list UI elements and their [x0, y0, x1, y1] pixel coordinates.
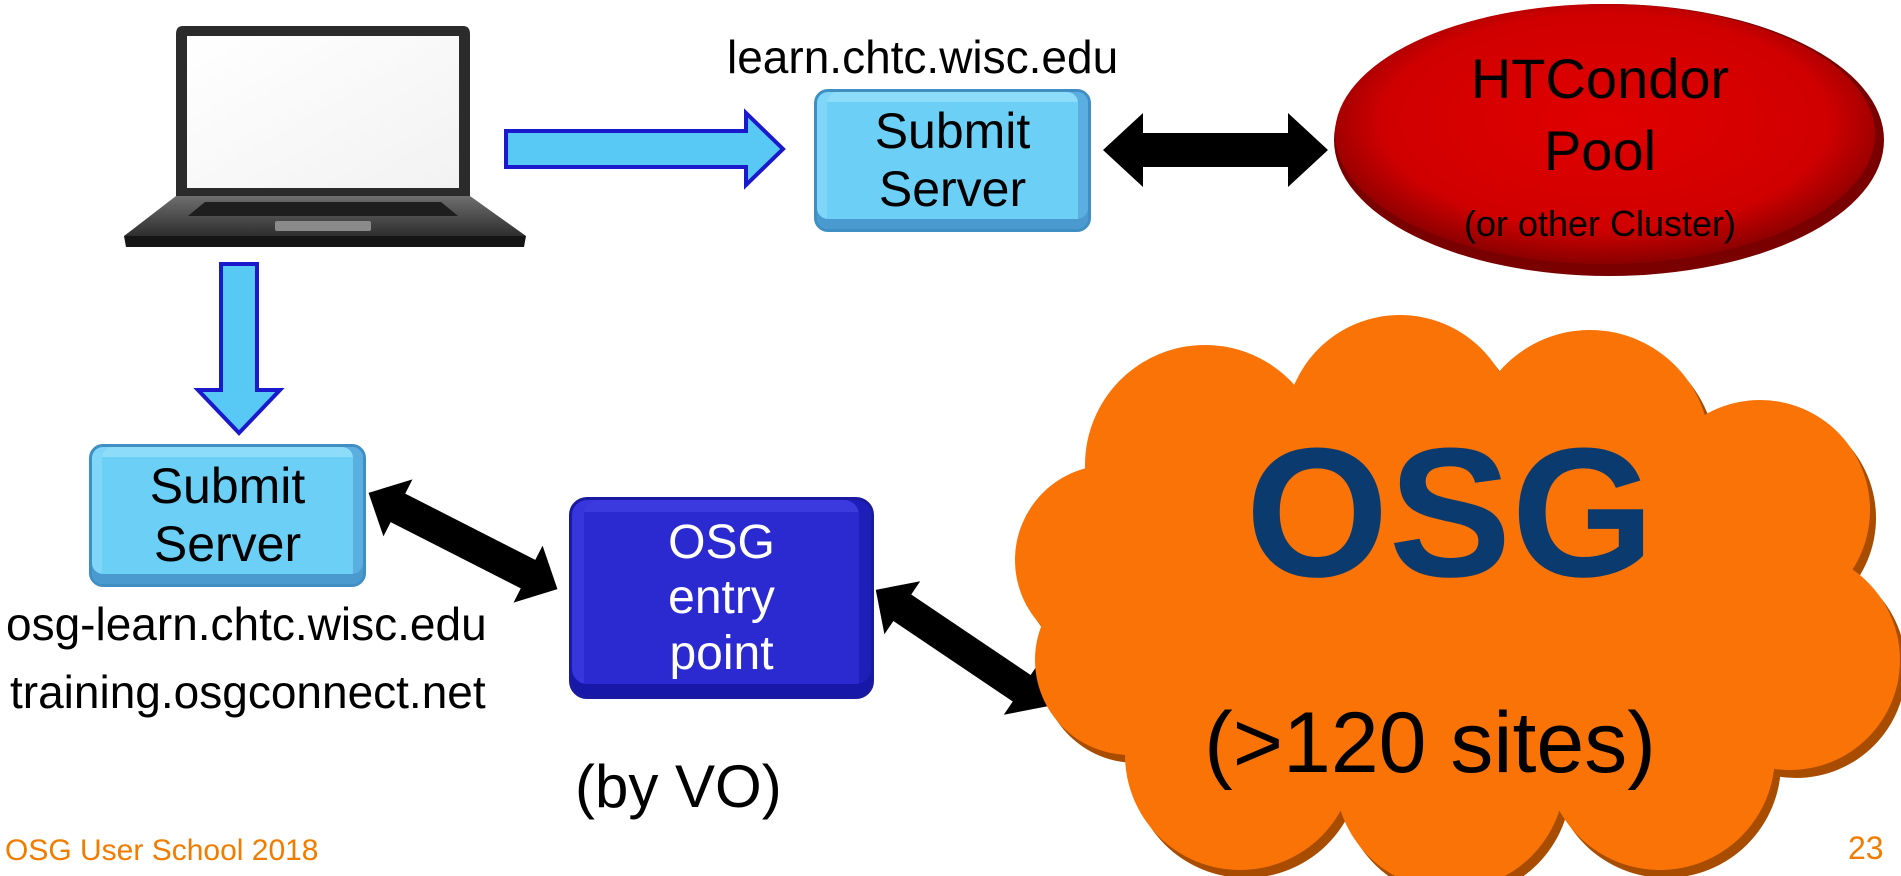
osg-cloud-title: OSG	[1245, 409, 1655, 615]
entry-line1: OSG	[668, 516, 775, 570]
flow-arrow-down	[193, 262, 285, 436]
entry-line2: entry	[668, 571, 775, 625]
top-server-line1: Submit	[874, 103, 1031, 159]
bottom-submit-server: Submit Server	[89, 444, 366, 587]
entry-point-caption: (by VO)	[575, 753, 782, 820]
bottom-server-line2: Server	[153, 515, 302, 572]
pool-line1: HTCondor	[1470, 47, 1730, 110]
flow-arrow-right	[504, 108, 786, 190]
pool-line3: (or other Cluster)	[1463, 203, 1737, 244]
bottom-server-line1: Submit	[149, 458, 306, 514]
osg-entry-point: OSG entry point	[569, 497, 874, 699]
pool-line2: Pool	[1543, 119, 1657, 182]
footer-page-number: 23	[1848, 830, 1884, 866]
entry-line3: point	[669, 626, 774, 680]
osg-cloud-shape	[1015, 315, 1901, 876]
double-arrow	[1103, 113, 1328, 187]
osg-cloud-subtitle: (>120 sites)	[1204, 695, 1656, 791]
double-arrow	[875, 581, 1049, 715]
htcondor-pool-shape	[1334, 4, 1884, 276]
top-submit-server: Submit Server	[814, 89, 1091, 232]
bottom-server-hostname-2: training.osgconnect.net	[10, 666, 486, 718]
double-arrow	[368, 479, 558, 603]
laptop-icon	[124, 26, 526, 247]
footer-school: OSG User School 2018	[5, 834, 319, 867]
top-server-hostname: learn.chtc.wisc.edu	[727, 31, 1119, 83]
top-server-line2: Server	[878, 160, 1027, 217]
bottom-server-hostname-1: osg-learn.chtc.wisc.edu	[6, 598, 487, 650]
